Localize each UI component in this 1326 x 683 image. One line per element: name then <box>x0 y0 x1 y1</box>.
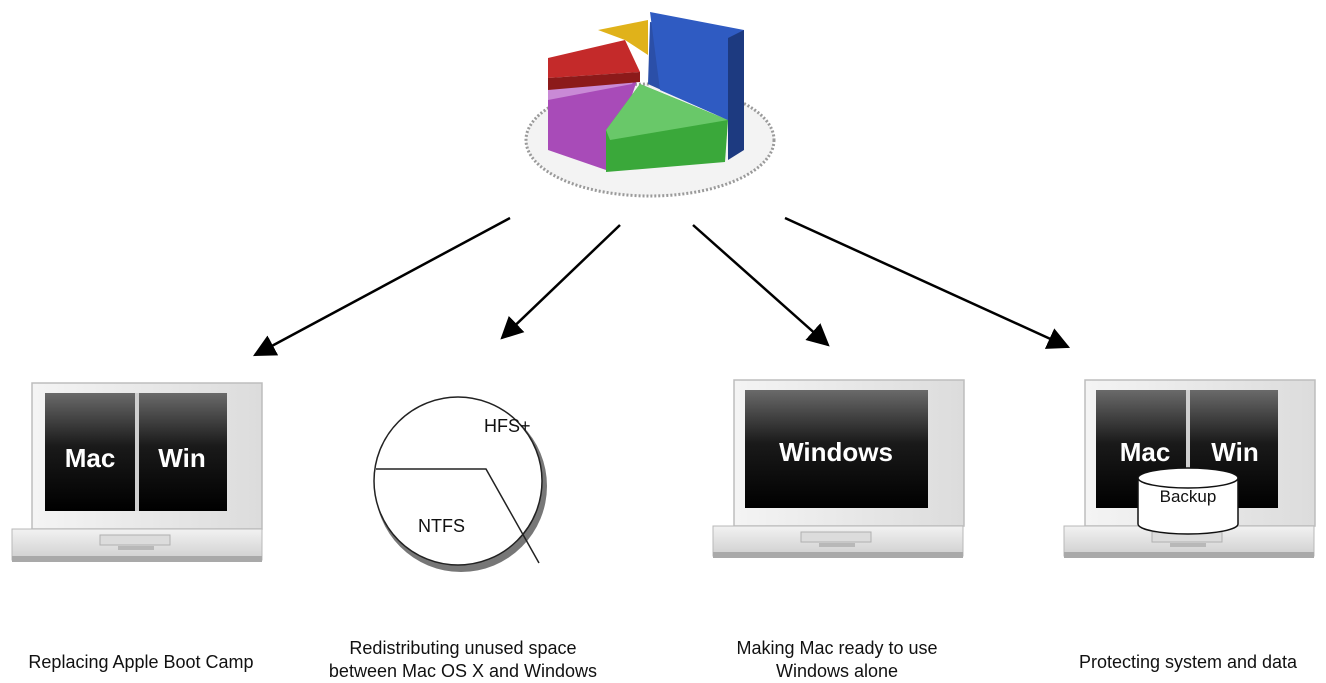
screen-full <box>745 390 928 508</box>
laptop-backup-icon: Mac Win Backup <box>1063 379 1316 558</box>
arrow-to-windows-only <box>692 224 830 347</box>
partition-divider <box>376 468 540 564</box>
disk-partition-pie: HFS+ NTFS <box>373 396 547 572</box>
caption-protect: Protecting system and data <box>1056 651 1320 674</box>
label-ntfs: NTFS <box>418 516 465 536</box>
pie-slice-red <box>548 40 640 78</box>
screen-label-mac: Mac <box>1120 437 1171 467</box>
caption-windows-only: Making Mac ready to use Windows alone <box>700 637 974 683</box>
arrow-to-redistribute <box>500 224 621 340</box>
caption-line: Windows alone <box>775 661 899 681</box>
caption-line: Making Mac ready to use <box>736 638 938 658</box>
screen-label-win: Win <box>158 443 205 473</box>
arrows <box>253 216 1071 357</box>
caption-line: between Mac OS X and Windows <box>328 661 598 681</box>
arrow-to-protect <box>784 216 1071 349</box>
label-hfs: HFS+ <box>484 416 531 436</box>
laptop-bootcamp-icon: Mac Win <box>11 382 263 562</box>
caption-redistribute: Redistributing unused space between Mac … <box>318 637 608 683</box>
screen-right <box>139 393 227 511</box>
pie-slice-yellow <box>598 20 648 55</box>
caption-bootcamp: Replacing Apple Boot Camp <box>8 651 274 674</box>
screen-label-windows: Windows <box>779 437 893 467</box>
arrow-to-bootcamp <box>253 216 511 357</box>
pie-slice-purple <box>548 72 640 170</box>
screen-label-win: Win <box>1211 437 1258 467</box>
caption-line: Redistributing unused space <box>349 638 577 658</box>
backup-cylinder-icon: Backup <box>1137 467 1239 535</box>
screen-left <box>45 393 135 511</box>
caption-line: Protecting system and data <box>1078 652 1298 672</box>
laptop-windows-only-icon: Windows <box>712 379 965 558</box>
backup-label: Backup <box>1160 487 1217 506</box>
screen-label-mac: Mac <box>65 443 116 473</box>
caption-line: Replacing Apple Boot Camp <box>28 652 254 672</box>
pie-chart-icon <box>524 12 776 198</box>
disk-circle <box>373 396 543 566</box>
